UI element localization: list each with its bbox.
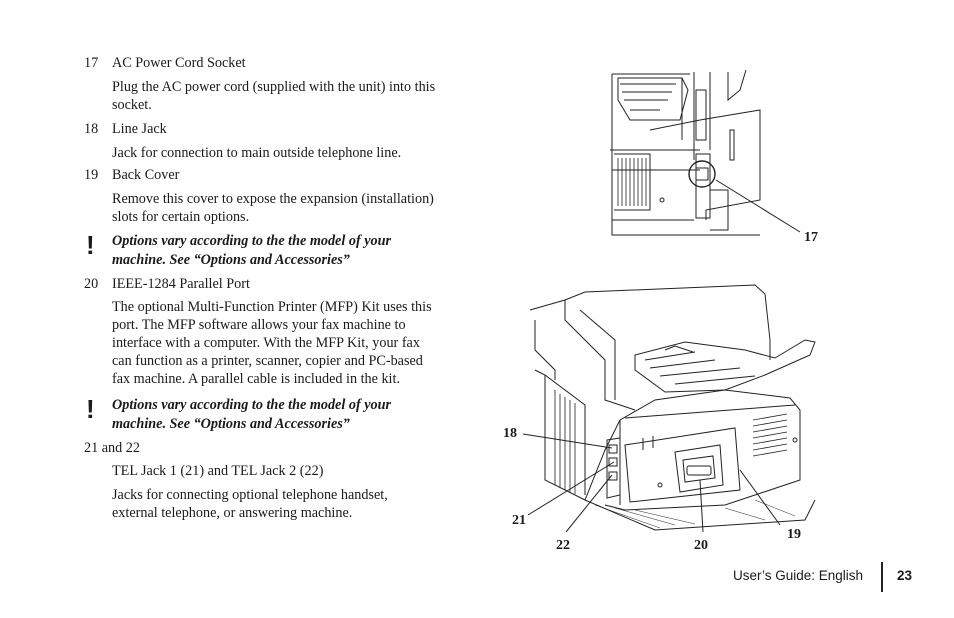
item-17-body-line2: socket. [112,97,152,113]
note-2-line2: machine. See “Options and Accessories” [112,416,350,432]
item-20-body-line4: can function as a printer, scanner, copi… [112,353,423,369]
item-19-body-line1: Remove this cover to expose the expansio… [112,191,434,207]
item-17-body-line1: Plug the AC power cord (supplied with th… [112,79,436,95]
item-19-body-line2: slots for certain options. [112,209,250,225]
callout-18: 18 [503,426,517,441]
page-number: 23 [897,568,913,583]
caution-icon: ! [86,394,95,424]
callout-20: 20 [694,538,708,553]
note-1-line1: Options vary according to the the model … [112,233,392,249]
item-21-22-body-line1: TEL Jack 1 (21) and TEL Jack 2 (22) [112,463,324,479]
callout-22: 22 [556,538,570,553]
item-21-22-body-line2: Jacks for connecting optional telephone … [112,487,388,503]
note-1-line2: machine. See “Options and Accessories” [112,252,350,268]
item-19-number: 19 [84,167,99,183]
callout-17: 17 [804,230,818,245]
footer-guide-title: User’s Guide: English [733,568,864,583]
callout-21: 21 [512,513,526,528]
item-20-body-line3: interface with a computer. With the MFP … [112,335,420,351]
footer-divider [881,562,883,592]
item-20-title: IEEE-1284 Parallel Port [112,276,250,292]
item-18-body-line1: Jack for connection to main outside tele… [112,145,402,161]
callout-19: 19 [787,527,801,542]
item-20-body-line5: fax machine. A parallel cable is include… [112,371,400,387]
item-20-body-line1: The optional Multi-Function Printer (MFP… [112,299,432,315]
item-18-number: 18 [84,121,99,137]
item-21-22-body-line3: external telephone, or answering machine… [112,505,353,521]
power-socket-illustration [610,69,761,236]
note-2-line1: Options vary according to the the model … [112,397,392,413]
caution-icon: ! [86,230,95,260]
item-17-title: AC Power Cord Socket [112,55,246,71]
item-18-title: Line Jack [112,121,167,137]
item-17-number: 17 [84,55,99,71]
item-21-22-title: 21 and 22 [84,440,140,456]
fax-rear-illustration [529,284,816,531]
item-20-body-line2: port. The MFP software allows your fax m… [112,317,406,333]
item-20-number: 20 [84,276,99,292]
item-19-title: Back Cover [112,167,180,183]
